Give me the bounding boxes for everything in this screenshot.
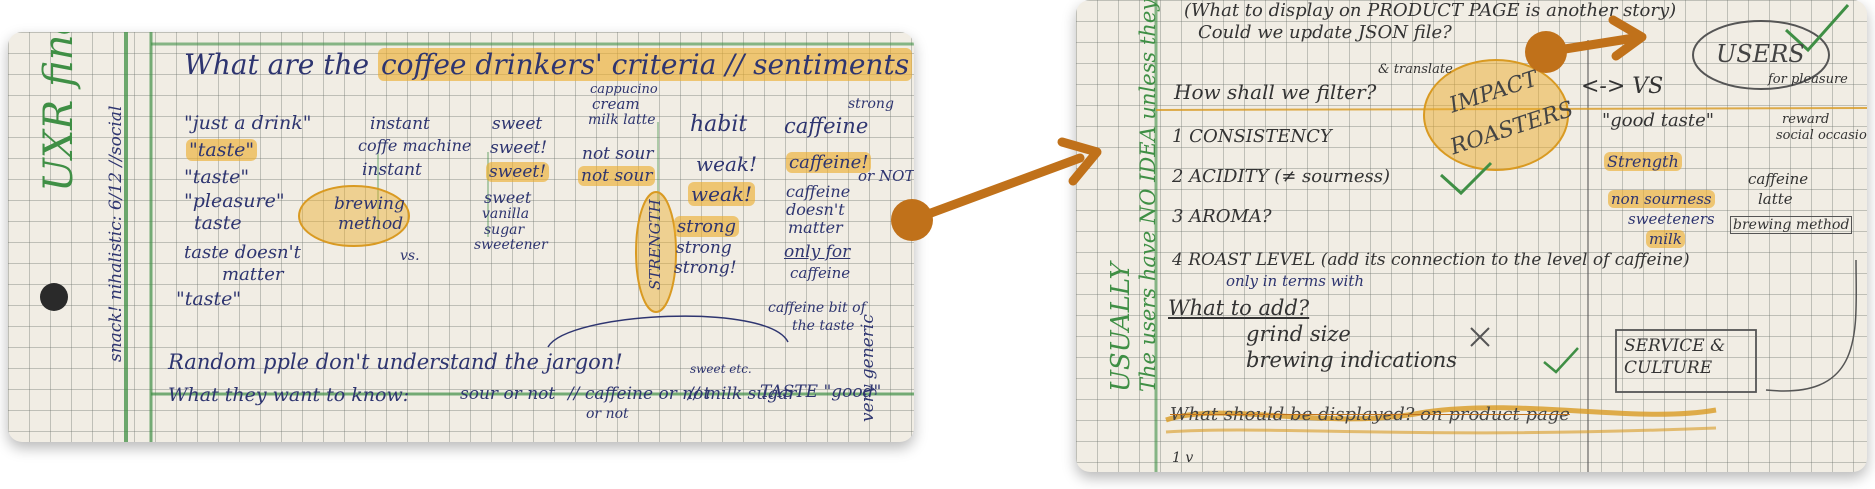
col2-instant2: instant [362, 160, 422, 180]
translate-note: & translate [1378, 62, 1453, 77]
or-not: or not [586, 406, 629, 422]
col5-strong1: strong [674, 216, 740, 237]
right-notebook-page: USUALLY The users have NO IDEA unless th… [1076, 0, 1867, 472]
col4-cream: cream [592, 95, 640, 113]
col4-not-sour: not sour [582, 144, 654, 164]
left-notebook-page: UXR findings snack! nihalistic: 6/12 //s… [8, 32, 914, 442]
left-page-markings [40, 32, 914, 442]
vs-label: <-> VS [1581, 74, 1664, 99]
jargon-note: Random pple don't understand the jargon! [168, 350, 623, 374]
col3-sugar: sugar [484, 222, 525, 238]
col1-taste2: "taste" [184, 166, 250, 188]
col2-vs: vs. [400, 248, 420, 264]
heading: What are the coffee drinkers' criteria /… [184, 48, 913, 81]
col3-vanilla: vanilla [482, 206, 530, 222]
col3-sweet3: sweet! [486, 162, 550, 182]
only-in-terms: only in terms with [1226, 272, 1365, 290]
good-taste: "good taste" [1602, 110, 1715, 131]
connector-arrow-line [907, 153, 1085, 225]
col1-doesnt: taste doesn't [184, 242, 301, 263]
what-to-add: What to add? [1168, 296, 1310, 320]
strength-item: Strength [1604, 152, 1682, 171]
col1-taste3: taste [194, 212, 242, 234]
milk-item: milk [1646, 230, 1685, 248]
very-generic: very generic [858, 314, 878, 422]
col6-matter: matter [788, 218, 843, 237]
col6-only-for: only for [784, 242, 851, 262]
the-taste: the taste [792, 318, 855, 334]
taste-good: TASTE "good" [760, 382, 882, 402]
col5-weak2: weak! [688, 182, 756, 206]
heading-highlight: coffee drinkers' criteria // sentiments [377, 48, 913, 81]
service-label: SERVICE & [1624, 336, 1726, 356]
col3-sweet1: sweet [492, 114, 543, 134]
milk-sugar: // milk sugar [688, 384, 797, 404]
right-page-markings [1154, 0, 1867, 472]
brewing-method-item: brewing method [1730, 216, 1853, 234]
culture-label: CULTURE [1624, 358, 1713, 378]
non-sourness-item: non sourness [1608, 190, 1715, 208]
side-usually: USUALLY [1106, 262, 1136, 392]
col3-sweet4: sweet [484, 188, 532, 207]
col6-or-not: or NOT [858, 167, 914, 185]
col2-method: method [338, 214, 404, 234]
col5-strong3: strong! [674, 258, 737, 278]
sweeteners-item: sweeteners [1628, 210, 1715, 228]
side-subtitle: snack! nihalistic: 6/12 //social [106, 105, 126, 362]
for-pleasure: for pleasure [1768, 72, 1848, 87]
struck-question: What should be displayed? on product pag… [1170, 404, 1570, 425]
col2-instant: instant [370, 114, 430, 134]
col6-caffeine4: caffeine [790, 264, 851, 282]
col2-coffee-machine: coffe machine [358, 136, 472, 155]
filter-item-2: 2 ACIDITY (≠ sourness) [1172, 166, 1391, 187]
col3-sweet2: sweet! [490, 138, 548, 158]
json-note: Could we update JSON file? [1198, 22, 1452, 43]
col4-cappuccino: cappucino [590, 82, 658, 97]
col5-weak1: weak! [696, 152, 758, 176]
col6-strong: strong [848, 96, 894, 112]
footer-mark: 1 v [1172, 450, 1194, 466]
users-label: USERS [1716, 40, 1805, 68]
col4-milk-latte: milk latte [588, 112, 656, 128]
col1-taste4: "taste" [176, 288, 242, 310]
brewing-indications: brewing indications [1246, 348, 1458, 372]
side-title: UXR findings [36, 32, 82, 192]
grind-size: grind size [1246, 322, 1351, 346]
filter-item-4: 4 ROAST LEVEL (add its connection to the… [1172, 250, 1690, 270]
col6-caffeine: caffeine [784, 114, 869, 138]
latte-item: latte [1758, 190, 1793, 208]
col5-habit: habit [690, 112, 748, 137]
col6-doesnt: doesn't [786, 200, 845, 219]
filter-item-1: 1 CONSISTENCY [1172, 126, 1332, 147]
filter-question: How shall we filter? [1174, 80, 1377, 104]
want-to-know: What they want to know: [168, 384, 410, 406]
side-no-idea: The users have NO IDEA unless they [1136, 0, 1160, 392]
top-note: (What to display on PRODUCT PAGE is anot… [1184, 0, 1677, 21]
col1-matter: matter [222, 264, 284, 285]
filter-item-3: 3 AROMA? [1172, 206, 1272, 227]
col2-brewing: brewing [334, 194, 405, 214]
col1-taste1: "taste" [186, 139, 258, 161]
reward: reward [1782, 112, 1830, 127]
caffeine-bit: caffeine bit of [768, 300, 866, 316]
col6-caffeine3: caffeine [786, 182, 851, 201]
col4-not-sour2: not sour [578, 166, 656, 186]
col1-quote: "just a drink" [184, 112, 312, 134]
caffeine-item: caffeine [1748, 170, 1809, 188]
col6-caffeine2: caffeine! [786, 152, 872, 173]
col1-pleasure: "pleasure" [184, 190, 285, 212]
col5-strength: STRENGTH [646, 199, 664, 290]
sweet-etc: sweet etc. [690, 362, 752, 376]
social-occasion: social occasion [1776, 128, 1867, 143]
caffeine-or-not: // caffeine or not [568, 384, 711, 404]
col5-strong2: strong [676, 238, 732, 258]
sour-or-not: sour or not [460, 384, 556, 404]
col3-sweetener: sweetener [474, 237, 548, 253]
